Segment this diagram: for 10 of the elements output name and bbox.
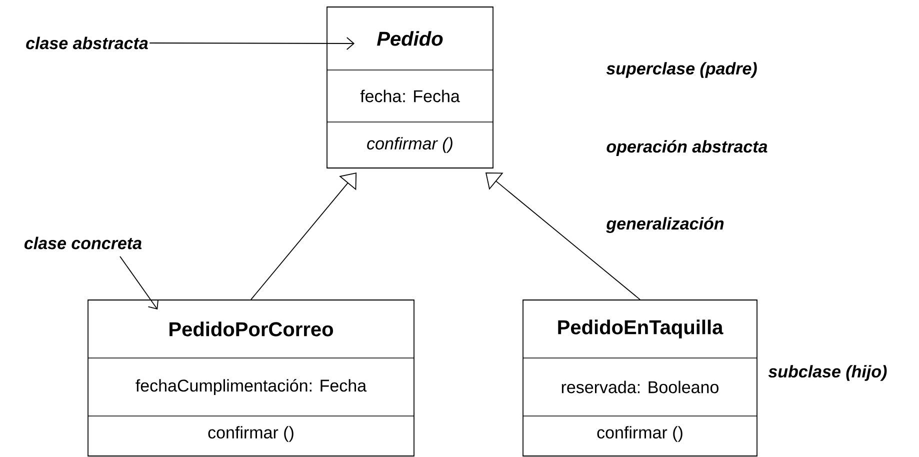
note-text: clase abstracta: [26, 36, 148, 50]
class-box: PedidoPorCorreo fechaCumplimentación: Fecha confirmar (): [88, 300, 414, 456]
leader-line: [120, 256, 158, 310]
note-text: operación abstracta: [606, 140, 768, 156]
note-text: generalización: [606, 217, 724, 233]
leader-line: [149, 37, 355, 50]
class-box: Pedido fecha: Fecha confirmar (): [326, 6, 494, 168]
note-text: superclase (padre): [606, 62, 757, 78]
note-text: clase concreta: [24, 236, 142, 250]
class-box: PedidoEnTaquilla reservada: Booleano confirmar (): [522, 300, 758, 456]
